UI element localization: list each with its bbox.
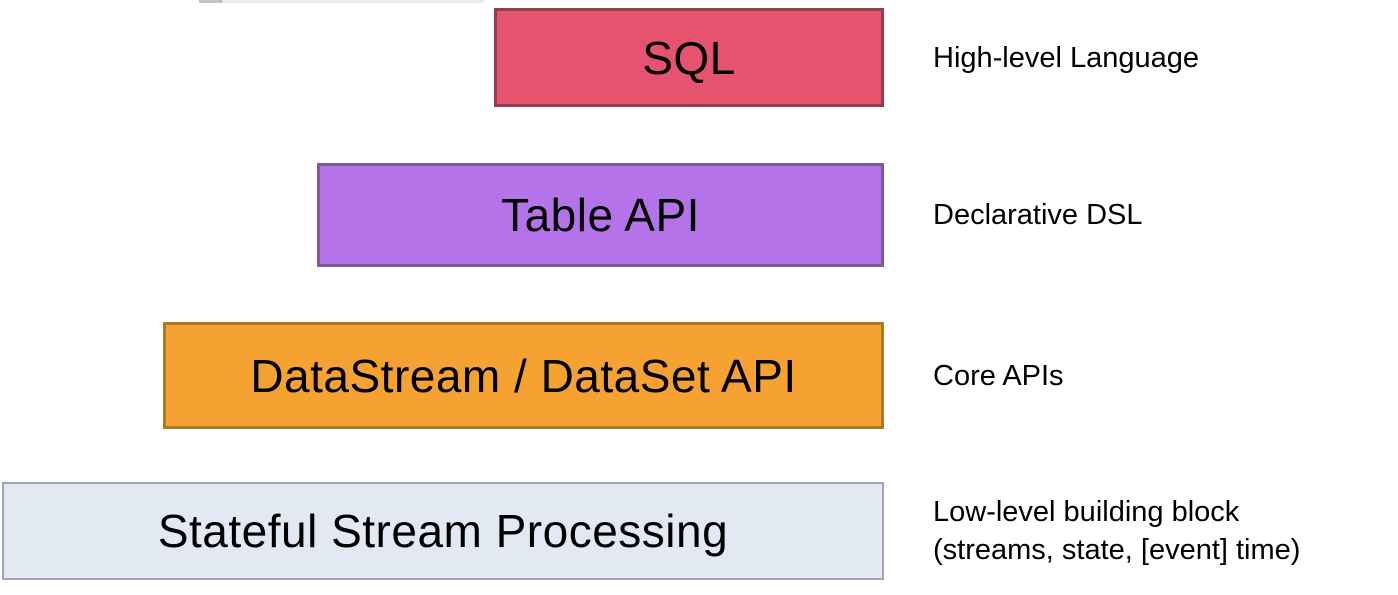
low-level-side-label-line-1: Low-level building block — [933, 496, 1240, 528]
core-apis-side-label-text: Core APIs — [933, 359, 1064, 392]
sql-box: SQL — [494, 8, 884, 107]
low-level-side-label: Low-level building block (streams, state… — [933, 482, 1300, 580]
table-api-side-label: Declarative DSL — [933, 163, 1143, 267]
table-api-box: Table API — [317, 163, 884, 267]
core-apis-side-label: Core APIs — [933, 322, 1064, 429]
low-level-side-label-line-2: (streams, state, [event] time) — [933, 534, 1301, 566]
sql-side-label-text: High-level Language — [933, 41, 1200, 74]
table-api-side-label-text: Declarative DSL — [933, 199, 1143, 231]
stateful-stream-processing-box: Stateful Stream Processing — [2, 482, 884, 580]
screen-edge-artifact-dark — [199, 0, 221, 3]
sql-side-label: High-level Language — [933, 8, 1199, 107]
datastream-dataset-api-box: DataStream / DataSet API — [163, 322, 884, 429]
screen-edge-artifact-light — [221, 0, 484, 3]
